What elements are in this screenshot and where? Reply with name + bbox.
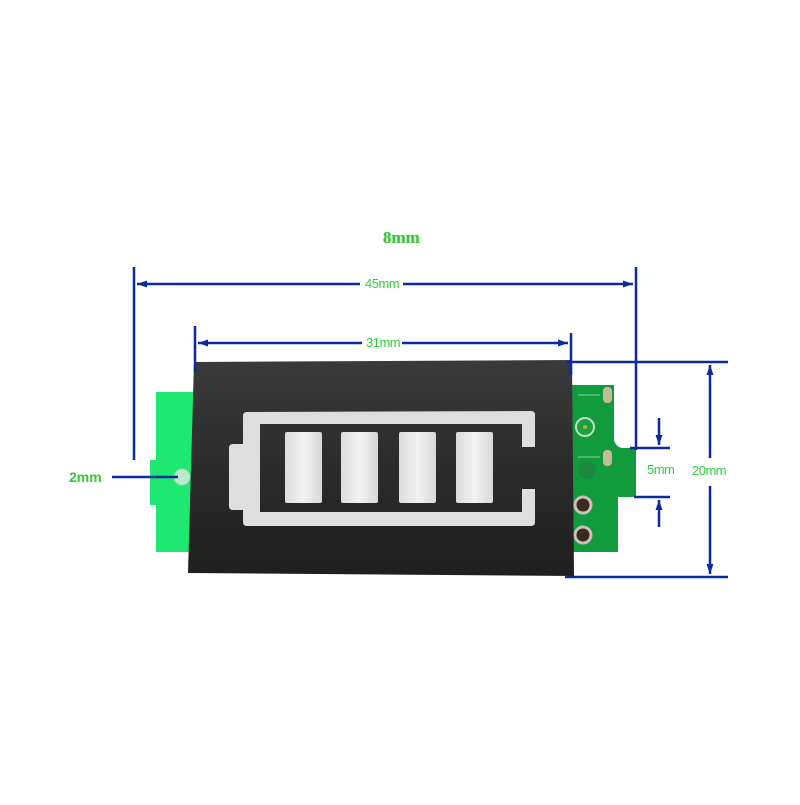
battery-segment xyxy=(456,432,493,503)
battery-segment xyxy=(341,432,378,503)
solder-pad-icon xyxy=(603,387,612,403)
pin-hole-icon xyxy=(573,525,593,545)
left-pcb-tab xyxy=(150,392,196,552)
dimension-lines xyxy=(112,267,728,579)
label-height: 20mm xyxy=(690,463,729,478)
battery-segment xyxy=(399,432,436,503)
label-overall-width: 45mm xyxy=(363,276,402,291)
pin-hole-icon xyxy=(573,495,593,515)
via-hole-icon xyxy=(578,461,596,479)
solder-pad-icon xyxy=(603,450,612,466)
right-pcb xyxy=(570,385,636,552)
battery-segment xyxy=(285,432,322,503)
label-display-width: 31mm xyxy=(364,335,403,350)
battery-icon xyxy=(229,411,535,526)
label-mount-hole: 2mm xyxy=(69,469,102,485)
label-tab-height: 5mm xyxy=(645,462,677,477)
diagram-title: 8mm xyxy=(383,228,420,247)
